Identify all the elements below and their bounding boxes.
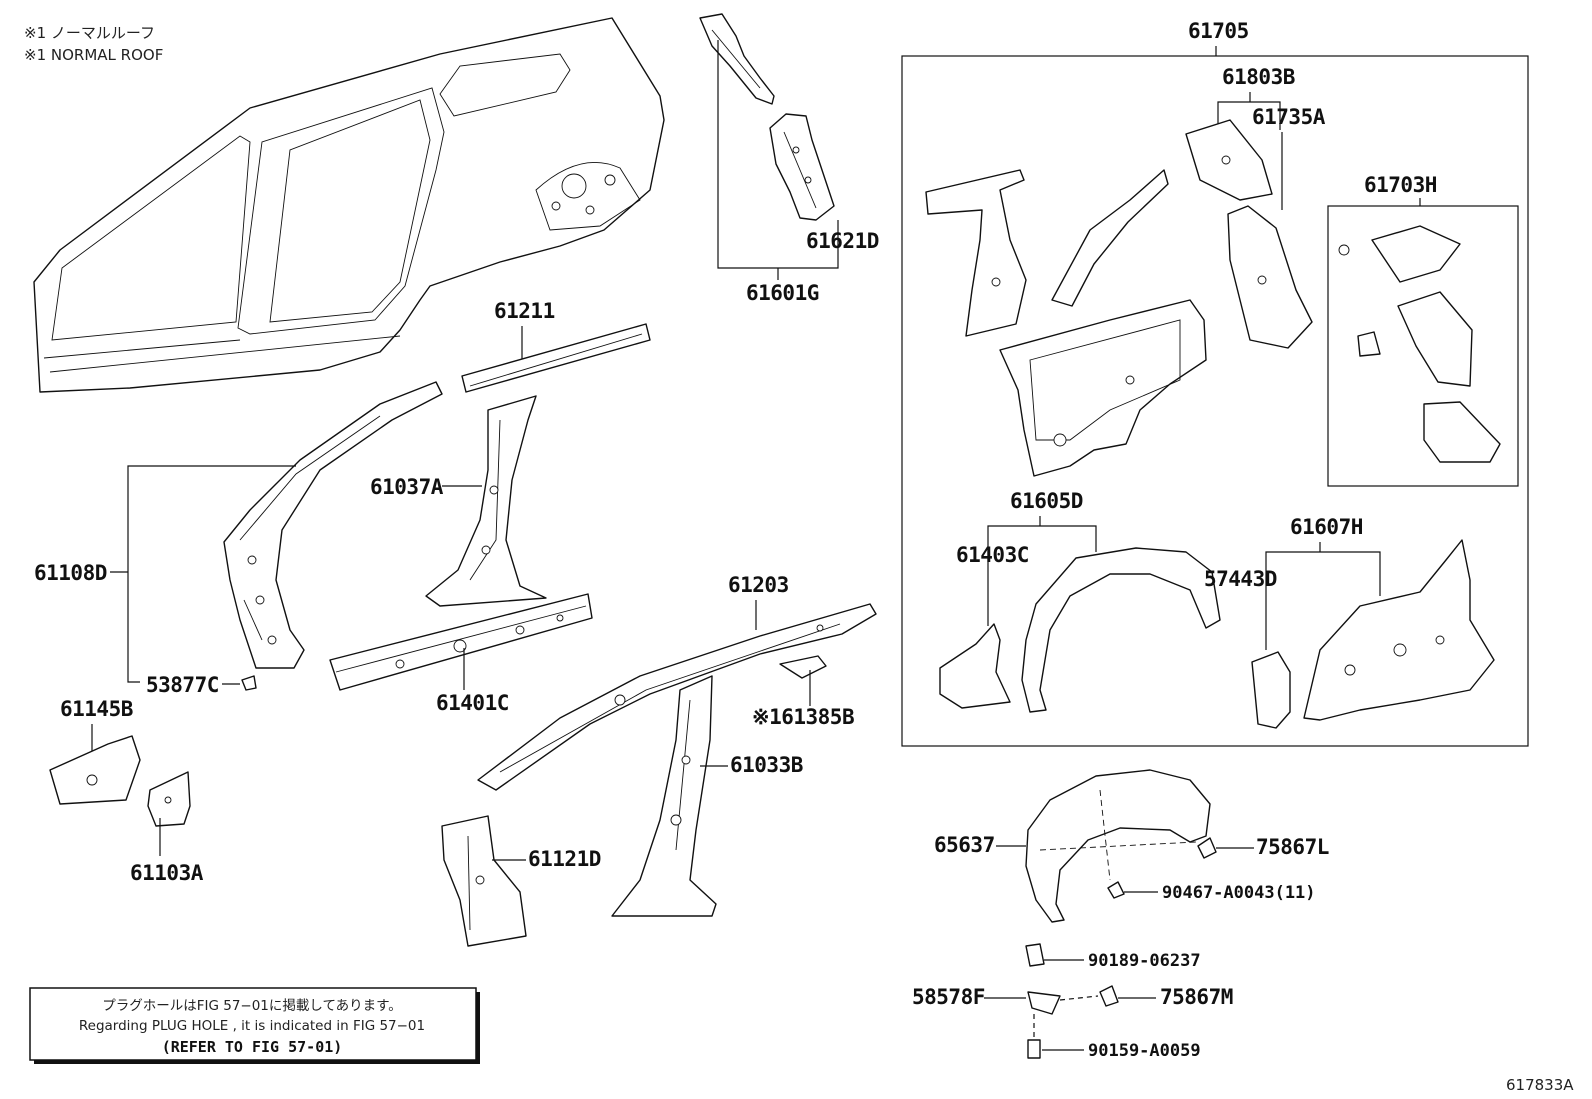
- part-61121D: [441, 815, 527, 947]
- leader-61108D-bracket: [127, 465, 296, 683]
- label-90467: 90467-A0043(11): [1162, 883, 1316, 903]
- label-58578F: 58578F: [912, 985, 985, 1009]
- label-61601G: 61601G: [746, 281, 819, 305]
- label-53877C: 53877C: [146, 673, 219, 697]
- part-61033B-pillar-inner: [611, 675, 717, 917]
- label-61403C: 61403C: [956, 543, 1029, 567]
- label-61108D: 61108D: [34, 561, 107, 585]
- label-61103A: 61103A: [130, 861, 204, 885]
- leader-61607H: [1265, 542, 1381, 650]
- label-75867M: 75867M: [1160, 985, 1233, 1009]
- label-61211: 61211: [494, 299, 555, 323]
- group-box-61703H: [1327, 205, 1519, 487]
- label-57443D: 57443D: [1204, 567, 1277, 591]
- part-61145B: [49, 735, 141, 805]
- label-61385B: ※161385B: [752, 705, 854, 729]
- figure-reference: 617833A: [1506, 1076, 1574, 1094]
- group-61605D-parts: [939, 547, 1221, 713]
- part-90467-clip: [1107, 881, 1125, 899]
- plug-hole-info-box: プラグホールはFIG 57−01に掲載してあります。 Regarding PLU…: [29, 987, 480, 1064]
- label-61145B: 61145B: [60, 697, 133, 721]
- info-line-en: Regarding PLUG HOLE , it is indicated in…: [79, 1018, 425, 1034]
- group-61703H-parts: [1338, 225, 1501, 463]
- part-65637-fender-liner: [1025, 769, 1211, 923]
- label-61121D: 61121D: [528, 847, 601, 871]
- label-61705: 61705: [1188, 19, 1249, 43]
- label-61803B: 61803B: [1222, 65, 1295, 89]
- quarter-pillar-parts: [699, 13, 835, 221]
- leader-61605D: [987, 516, 1097, 626]
- part-58578F-bracket: [1027, 991, 1061, 1015]
- label-61203: 61203: [728, 573, 789, 597]
- label-75867L: 75867L: [1256, 835, 1329, 859]
- part-61108D-front-pillar: [223, 381, 443, 669]
- part-75867M-clip: [1099, 985, 1119, 1007]
- group-box-61705: [901, 55, 1529, 747]
- leader-75867M-dash: [1059, 995, 1099, 1001]
- part-75867L-clip: [1197, 837, 1217, 859]
- part-90189-clip: [1025, 943, 1045, 967]
- label-61605D: 61605D: [1010, 489, 1083, 513]
- body-side-outer-panel: [33, 17, 665, 393]
- part-61203-roof-inner: [477, 603, 877, 791]
- part-90159-bolt: [1027, 1039, 1041, 1059]
- label-61621D: 61621D: [806, 229, 879, 253]
- leader-61803B: [1217, 92, 1281, 130]
- part-61401C-rocker: [329, 593, 593, 691]
- label-90159: 90159-A0059: [1088, 1041, 1201, 1061]
- label-61703H: 61703H: [1364, 173, 1437, 197]
- label-61401C: 61401C: [436, 691, 509, 715]
- label-61033B: 61033B: [730, 753, 803, 777]
- group-61607H-parts: [1251, 539, 1495, 729]
- part-61385B-bracket: [779, 655, 827, 679]
- part-53877C-clip: [241, 675, 257, 691]
- part-61037A-center-pillar: [425, 395, 547, 607]
- part-61103A: [147, 771, 191, 827]
- info-line-jp: プラグホールはFIG 57−01に掲載してあります。: [102, 998, 402, 1014]
- info-line-ref: (REFER TO FIG 57-01): [162, 1038, 343, 1056]
- group-61705-panels: [925, 119, 1313, 477]
- label-61735A: 61735A: [1252, 105, 1326, 129]
- note-normal-roof-jp: ※1 ノーマルルーフ: [24, 24, 155, 42]
- label-61607H: 61607H: [1290, 515, 1363, 539]
- label-61037A: 61037A: [370, 475, 444, 499]
- part-61211-rail: [461, 323, 651, 393]
- label-65637: 65637: [934, 833, 995, 857]
- label-90189: 90189-06237: [1088, 951, 1201, 971]
- note-normal-roof-en: ※1 NORMAL ROOF: [24, 46, 163, 64]
